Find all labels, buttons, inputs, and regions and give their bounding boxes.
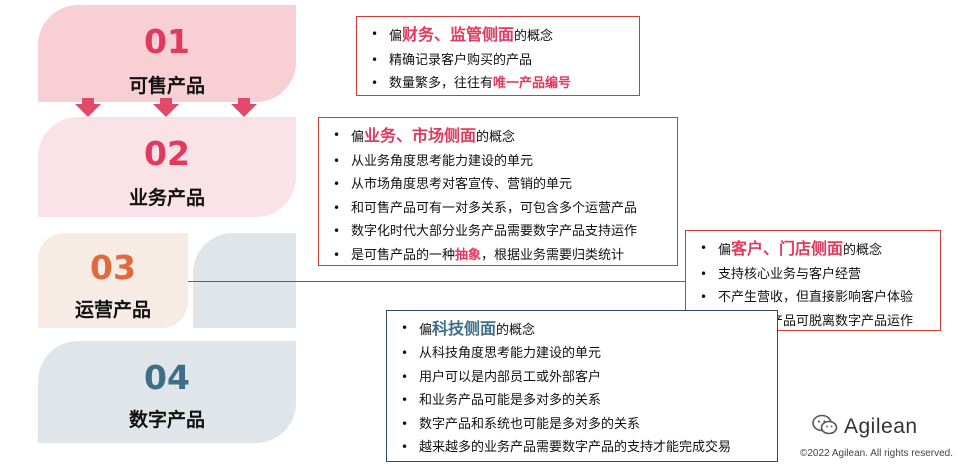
down-arrow-icon — [75, 98, 101, 117]
list-item: 和业务产品可能是多对多的关系 — [399, 389, 767, 413]
watermark: Agilean — [812, 414, 918, 440]
list-item: 从市场角度思考对客宣传、营销的单元 — [331, 173, 667, 197]
list-item: 精确记录客户购买的产品 — [369, 49, 629, 73]
list-item: 偏业务、市场侧面的概念 — [331, 124, 667, 150]
block-01-title: 可售产品 — [128, 75, 205, 97]
block-01-number: 01 — [144, 22, 190, 61]
block-04-title: 数字产品 — [128, 409, 205, 431]
list-item: 从业务角度思考能力建设的单元 — [331, 150, 667, 174]
block-02-title: 业务产品 — [128, 187, 205, 209]
list-item: 偏客户、门店侧面的概念 — [698, 237, 930, 263]
list-item: 和可售产品可有一对多关系，可包含多个运营产品 — [331, 197, 667, 221]
block-01-background — [38, 5, 296, 102]
block-02-background — [38, 117, 296, 217]
callout-box-02: 偏业务、市场侧面的概念 从业务角度思考能力建设的单元 从市场角度思考对客宣传、营… — [318, 117, 678, 268]
copyright-text: ©2022 Agilean. All rights reserved. — [800, 448, 954, 459]
block-03-side-panel — [193, 233, 296, 328]
block-04-number: 04 — [144, 358, 190, 397]
down-arrow-icon — [231, 98, 257, 117]
list-item: 数量繁多，往往有唯一产品编号 — [369, 72, 629, 96]
list-item: 偏科技侧面的概念 — [399, 317, 767, 342]
brand-name: Agilean — [844, 415, 918, 438]
connector-line — [188, 281, 685, 282]
list-item: 不产生营收，但直接影响客户体验 — [698, 286, 930, 310]
block-03-background — [38, 233, 188, 328]
down-arrow-icon — [153, 98, 179, 117]
callout-box-04: 偏科技侧面的概念 从科技角度思考能力建设的单元 用户可以是内部员工或外部客户 和… — [386, 310, 778, 462]
list-item: 数字化时代大部分业务产品需要数字产品支持运作 — [331, 220, 667, 244]
list-item: 从科技角度思考能力建设的单元 — [399, 342, 767, 366]
list-item: 越来越多的业务产品需要数字产品的支持才能完成交易 — [399, 436, 767, 460]
block-04-background — [38, 341, 296, 443]
list-item: 是可售产品的一种抽象，根据业务需要归类统计 — [331, 244, 667, 268]
wechat-icon — [812, 414, 838, 440]
list-item: 数字产品和系统也可能是多对多的关系 — [399, 413, 767, 437]
callout-box-01: 偏财务、监管侧面的概念 精确记录客户购买的产品 数量繁多，往往有唯一产品编号 — [356, 16, 640, 96]
block-03-title: 运营产品 — [74, 299, 151, 321]
list-item: 偏财务、监管侧面的概念 — [369, 23, 629, 49]
list-item: 用户可以是内部员工或外部客户 — [399, 366, 767, 390]
block-02-number: 02 — [144, 134, 190, 173]
list-item: 支持核心业务与客户经营 — [698, 263, 930, 287]
block-03-number: 03 — [90, 248, 136, 287]
